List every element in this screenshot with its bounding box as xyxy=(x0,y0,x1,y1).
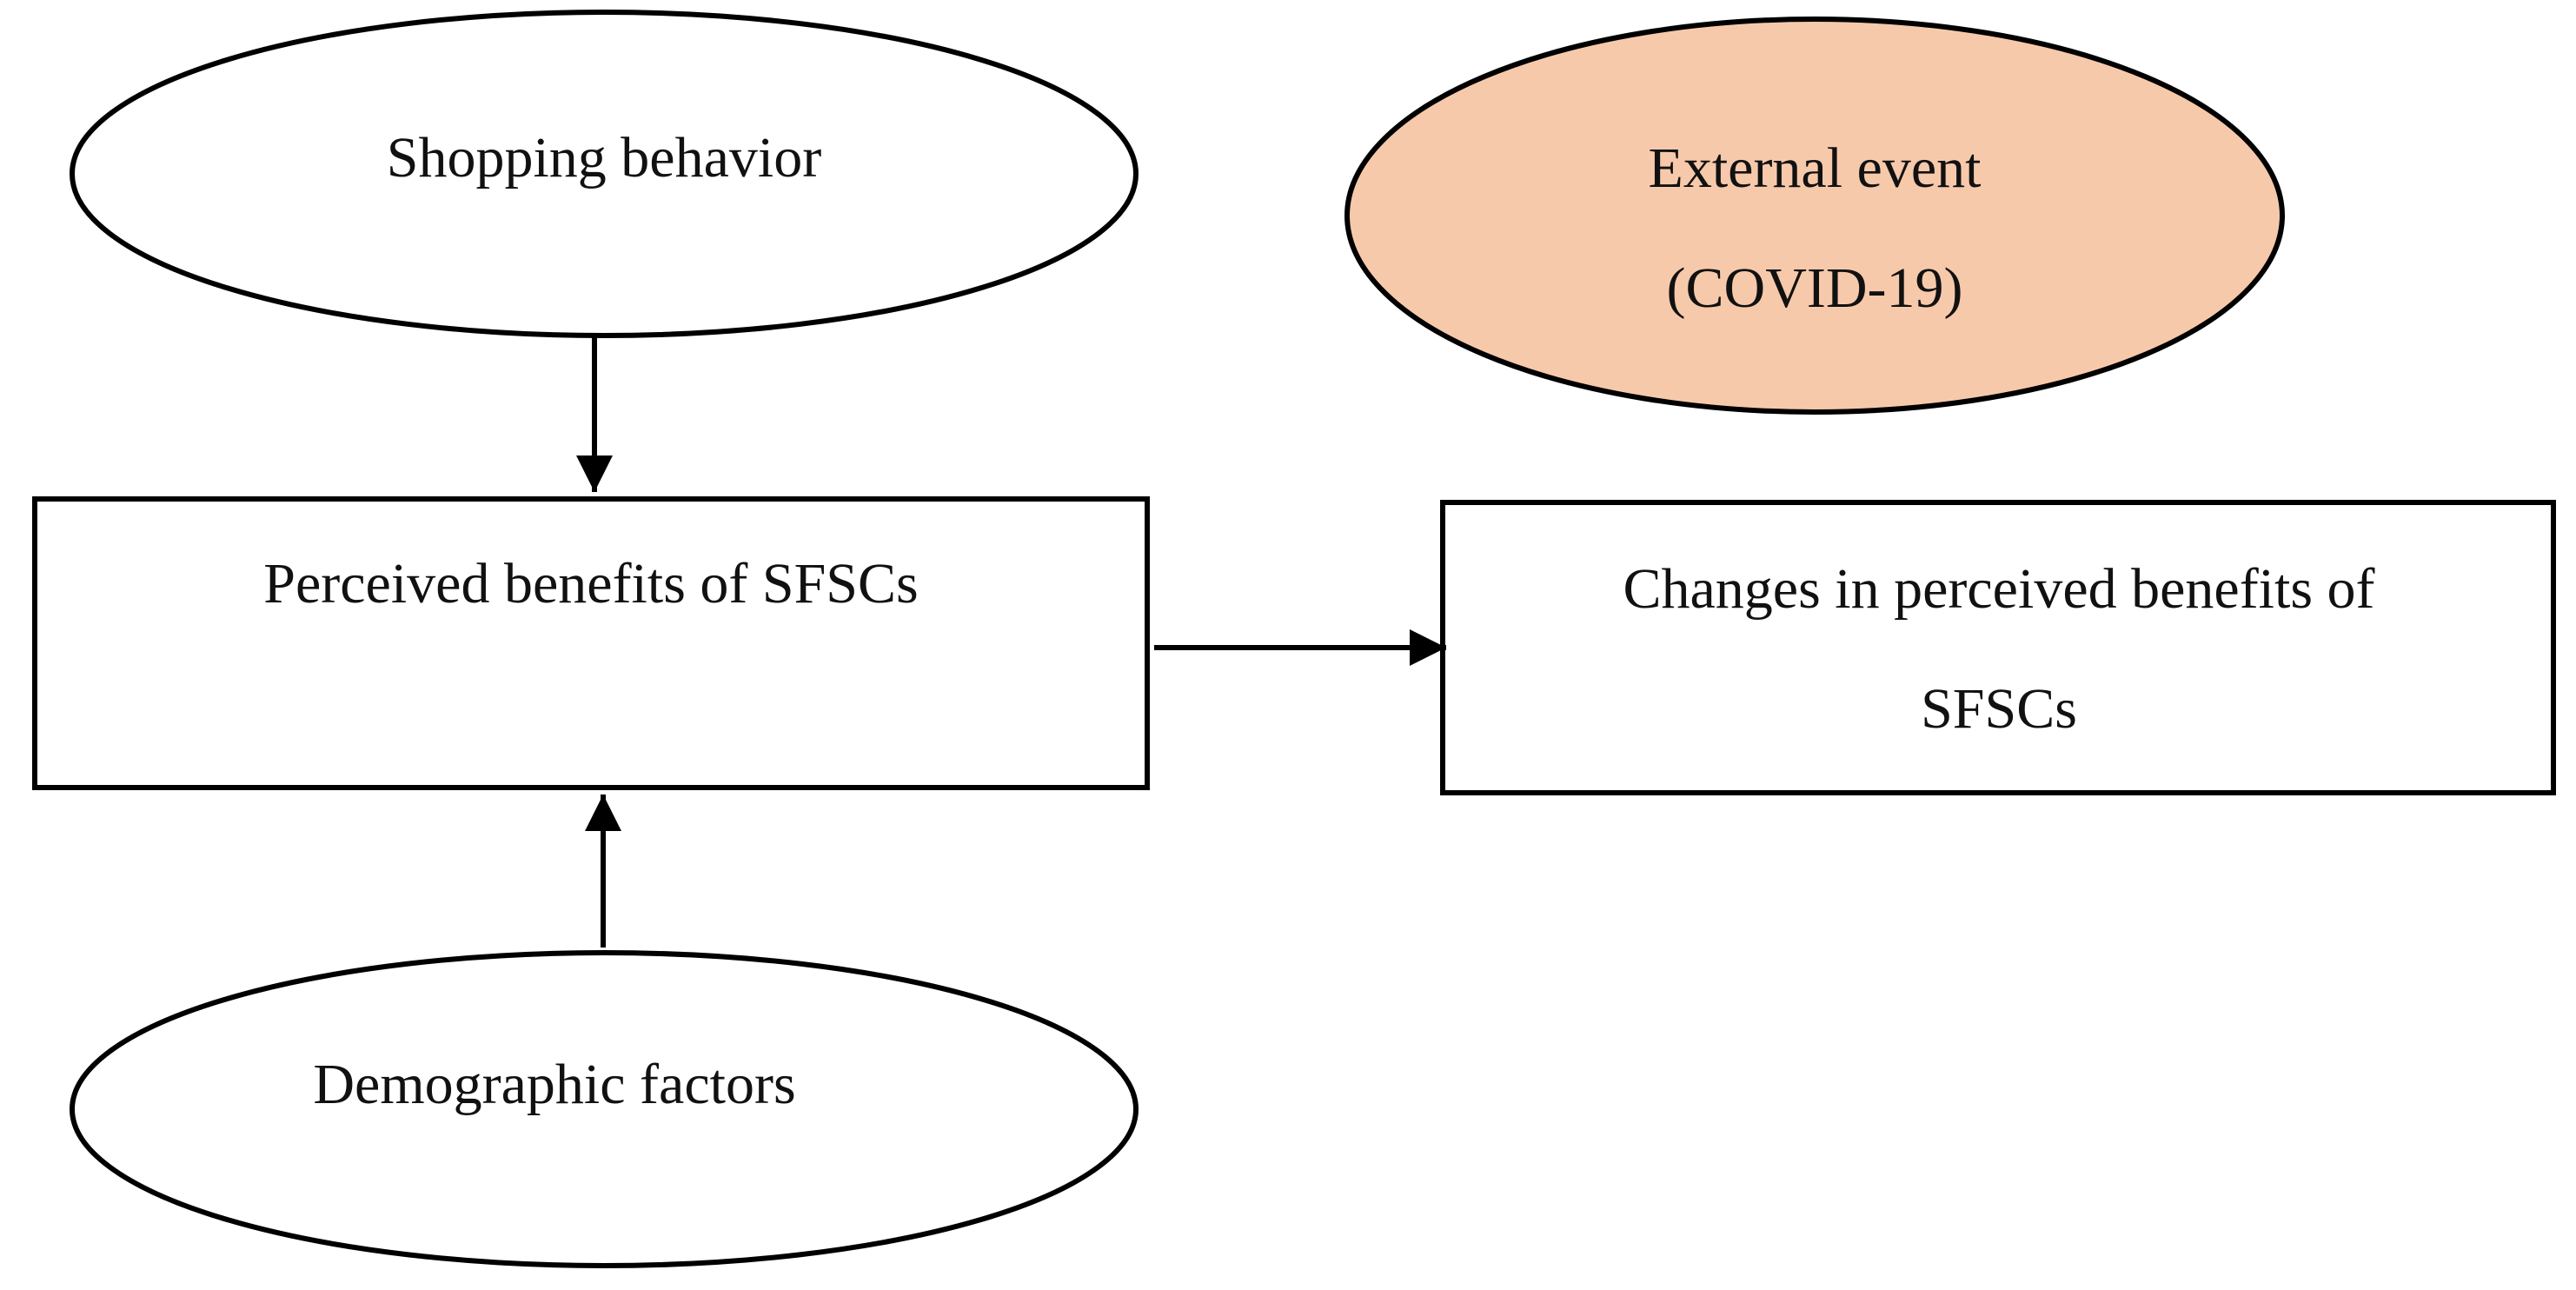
shopping-behavior-label: Shopping behavior xyxy=(387,126,821,190)
changes-label-line1: Changes in perceived benefits of xyxy=(1623,557,2374,621)
demographic-factors-node: Demographic factors xyxy=(70,950,1139,1268)
changes-box xyxy=(1440,500,2556,795)
shopping-behavior-ellipse xyxy=(70,10,1139,338)
perceived-benefits-node: Perceived benefits of SFSCs xyxy=(32,496,1150,790)
perceived-benefits-box xyxy=(32,496,1150,790)
changes-label-line2: SFSCs xyxy=(1921,677,2077,741)
demographic-factors-ellipse xyxy=(70,950,1139,1268)
demographic-factors-label: Demographic factors xyxy=(313,1053,795,1116)
external-event-ellipse xyxy=(1344,17,2285,415)
perceived-benefits-label: Perceived benefits of SFSCs xyxy=(263,552,918,615)
shopping-behavior-node: Shopping behavior xyxy=(70,10,1139,338)
external-event-label-line2: (COVID-19) xyxy=(1667,256,1963,320)
external-event-label-line1: External event xyxy=(1649,136,1982,200)
external-event-node: External event (COVID-19) xyxy=(1344,17,2285,415)
changes-node: Changes in perceived benefits of SFSCs xyxy=(1440,500,2556,795)
